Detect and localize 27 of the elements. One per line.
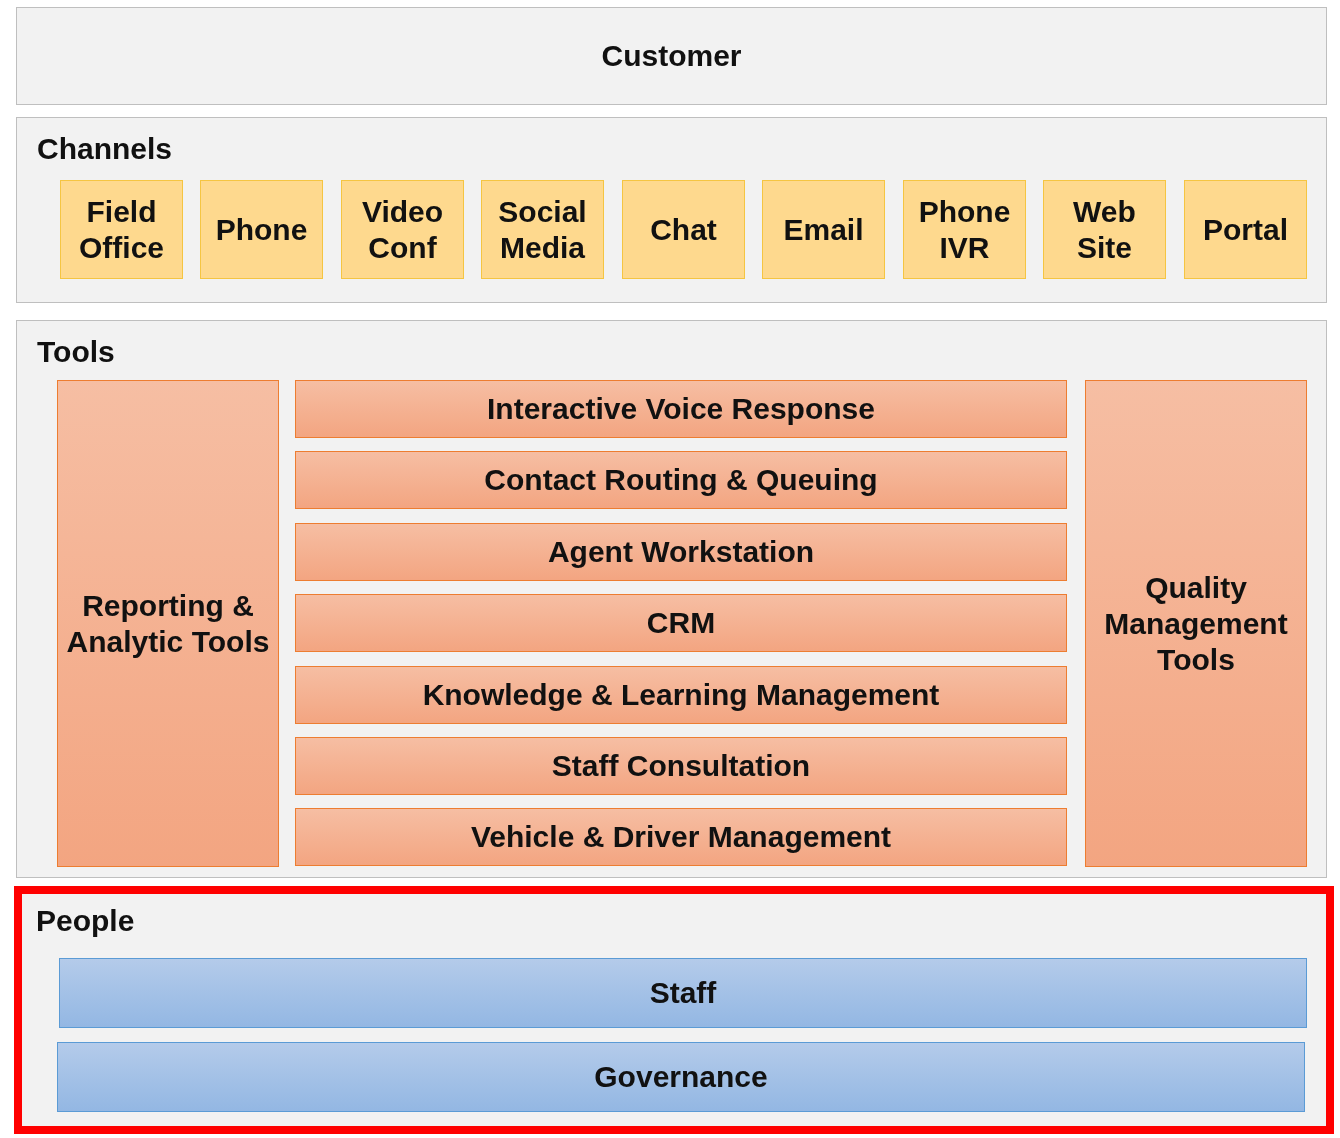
layer-panel (16, 117, 1327, 303)
tool-box: Quality Management Tools (1085, 380, 1307, 867)
channel-box: Web Site (1043, 180, 1166, 279)
channel-box: Video Conf (341, 180, 464, 279)
panel-heading: People (36, 904, 135, 938)
panel-heading: Channels (37, 132, 173, 166)
channel-box: Portal (1184, 180, 1307, 279)
tool-box: Contact Routing & Queuing (295, 451, 1067, 510)
layer-panel (14, 886, 1334, 1134)
people-bar: Staff (59, 958, 1307, 1028)
tool-box: Agent Workstation (295, 522, 1067, 581)
channel-box: Email (762, 180, 885, 279)
tool-box: Knowledge & Learning Management (295, 665, 1067, 724)
panel-heading: Tools (37, 335, 115, 369)
customer-band: Customer (16, 7, 1327, 105)
channel-box: Phone (200, 180, 323, 279)
channel-box: Field Office (60, 180, 183, 279)
tool-box: CRM (295, 594, 1067, 653)
layer-panel (16, 320, 1327, 878)
tool-box: Staff Consultation (295, 737, 1067, 795)
people-bar: Governance (57, 1042, 1305, 1112)
channel-box: Social Media (481, 180, 604, 279)
tool-box: Reporting & Analytic Tools (57, 380, 279, 867)
tool-box: Vehicle & Driver Management (295, 808, 1067, 867)
tool-box: Interactive Voice Response (295, 380, 1067, 438)
channel-box: Chat (622, 180, 745, 279)
channel-box: Phone IVR (903, 180, 1026, 279)
